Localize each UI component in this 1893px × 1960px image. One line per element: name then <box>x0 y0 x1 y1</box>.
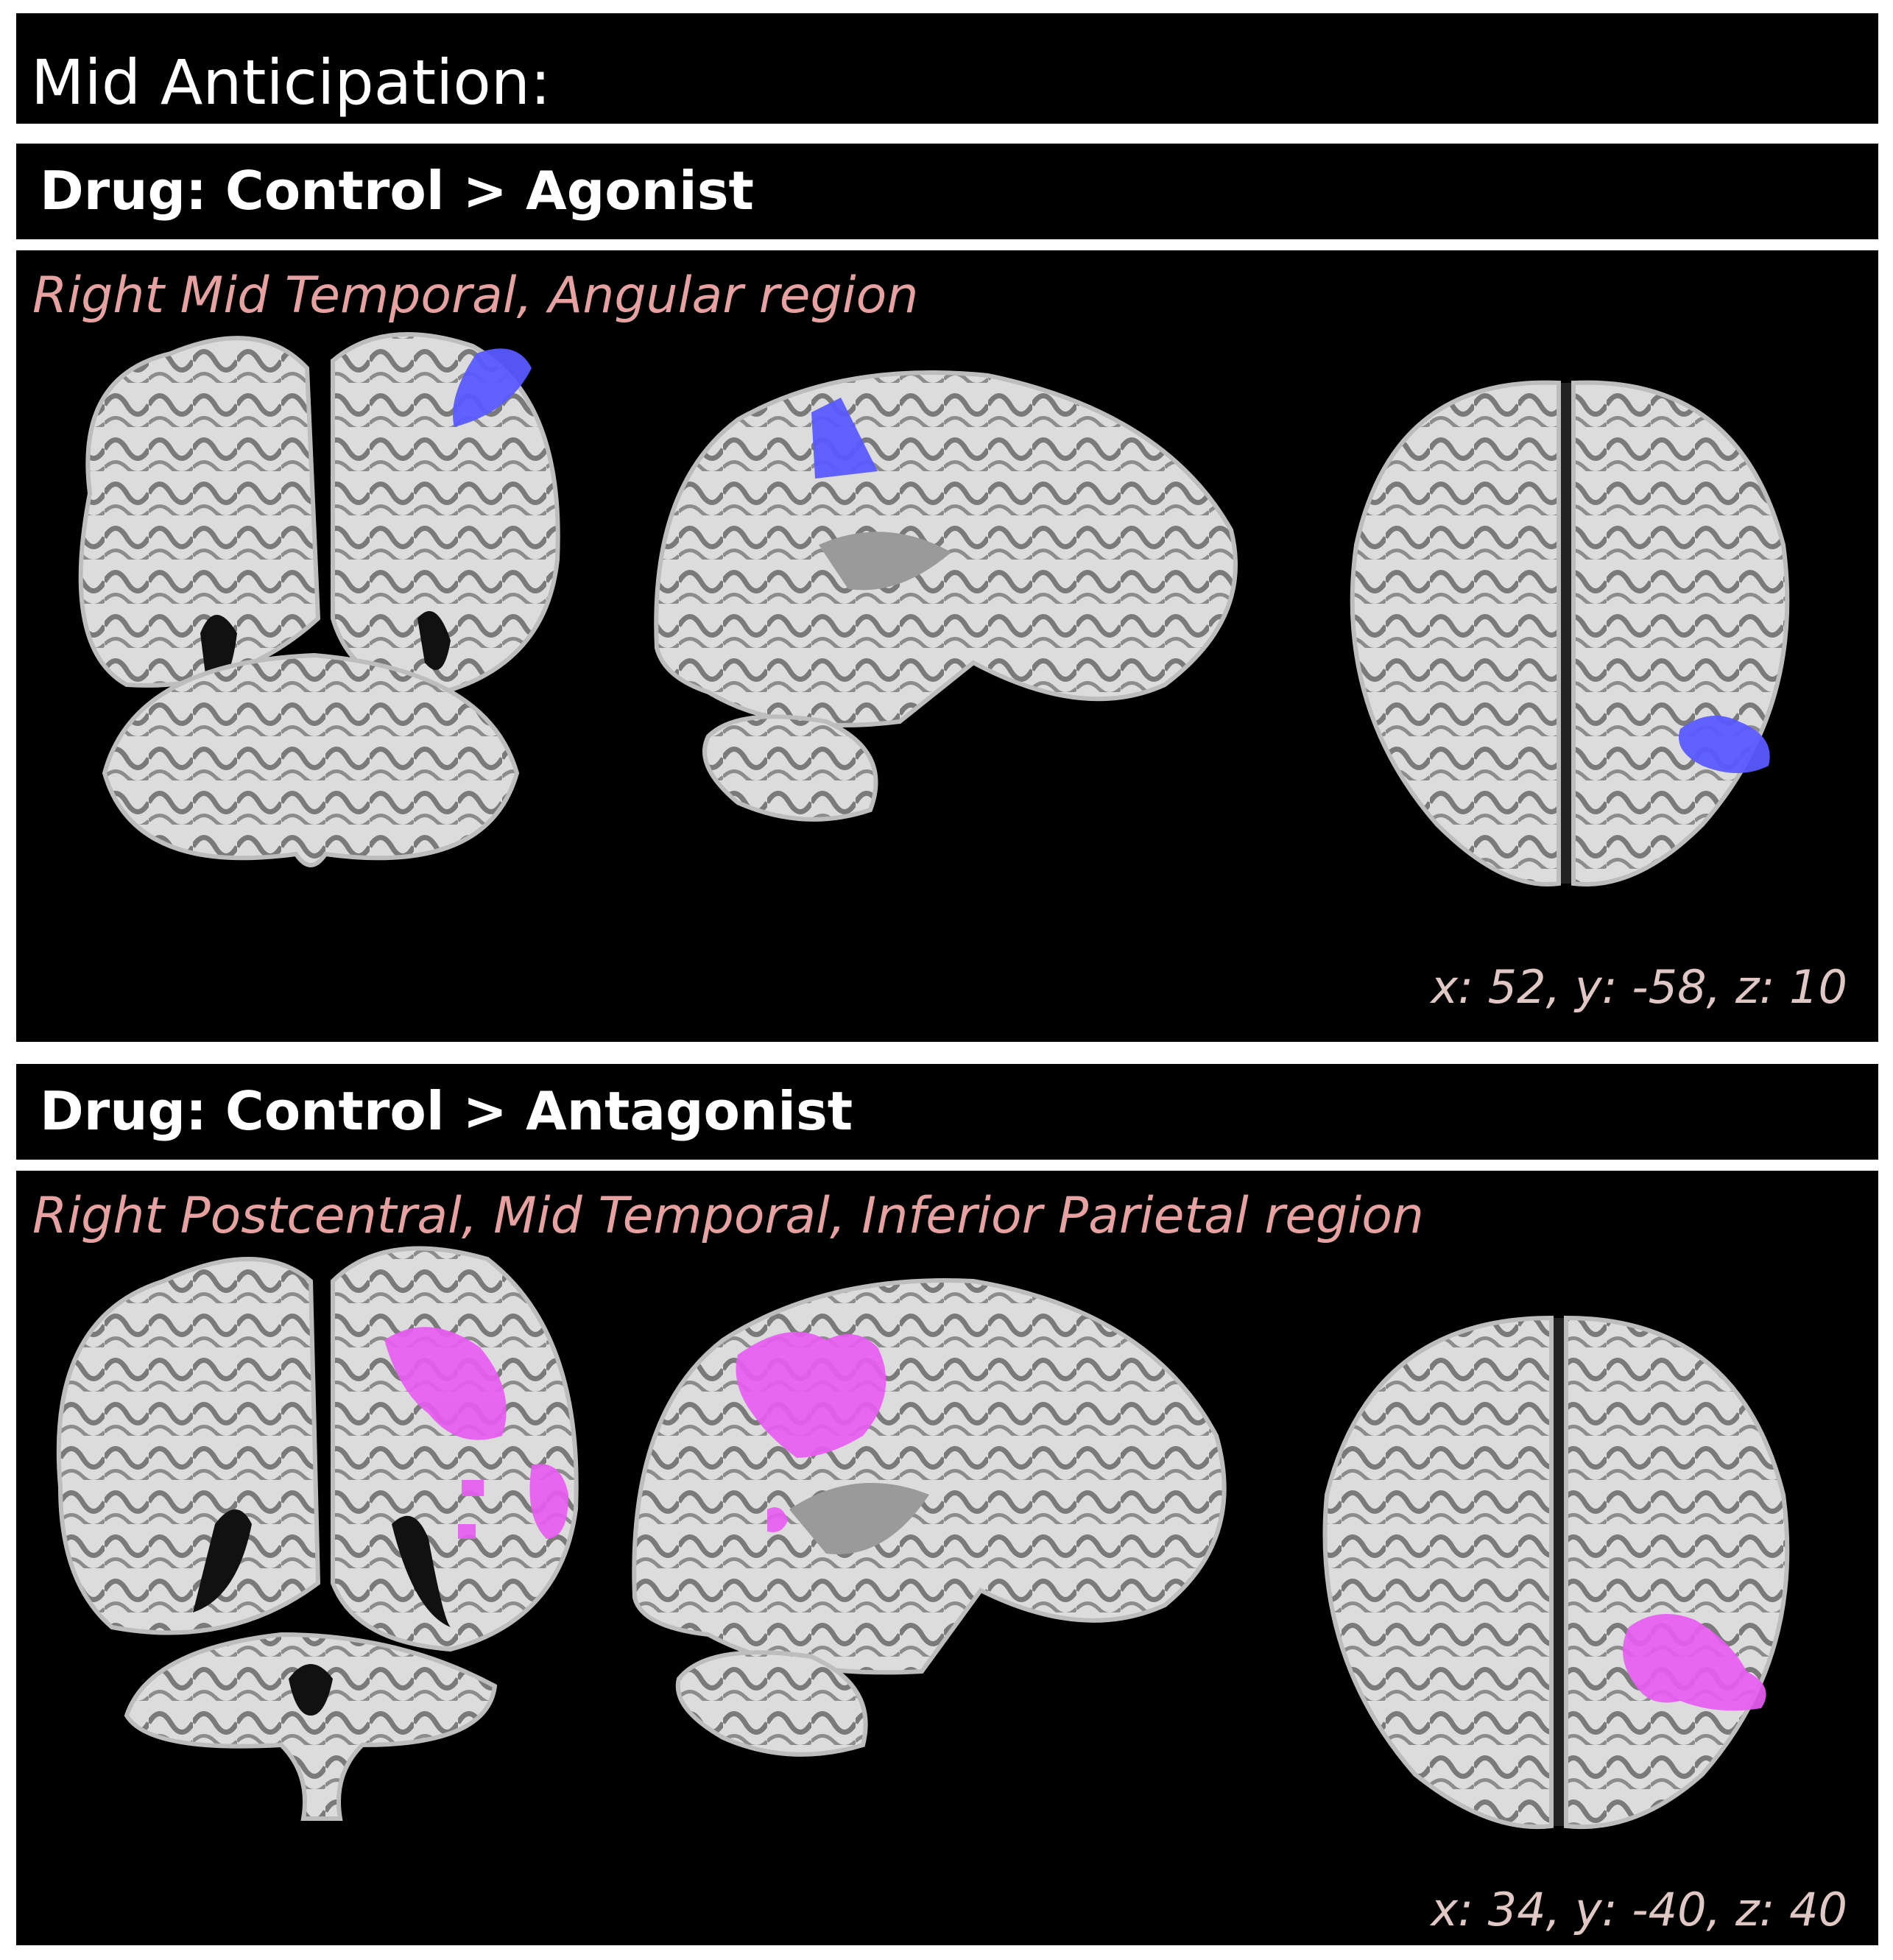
axial-brain-slice <box>1322 1315 1790 1830</box>
section-1-brain-views <box>78 332 1790 886</box>
section-1-coordinates: x: 52, y: -58, z: 10 <box>1431 960 1847 1014</box>
sagittal-brain-slice <box>632 1278 1227 1757</box>
sagittal-brain-slice <box>654 370 1238 822</box>
coronal-brain-slice <box>56 1246 579 1821</box>
section-1-panel: Right Mid Temporal, Angular region x: 52… <box>16 250 1878 1042</box>
activation-blob <box>811 398 878 479</box>
section-1-region-label: Right Mid Temporal, Angular region <box>32 267 919 325</box>
figure-title: Mid Anticipation: <box>31 46 551 119</box>
activation-blob <box>1623 1614 1766 1711</box>
coronal-brain-slice <box>78 332 560 867</box>
activation-blob <box>453 348 532 427</box>
activation-blob <box>384 1327 568 1539</box>
activation-blob <box>736 1331 886 1532</box>
section-2-heading: Drug: Control > Antagonist <box>40 1080 853 1142</box>
axial-brain-slice <box>1350 380 1790 886</box>
section-2-header: Drug: Control > Antagonist <box>16 1064 1878 1160</box>
activation-blob <box>1679 716 1770 773</box>
section-2-coordinates: x: 34, y: -40, z: 40 <box>1431 1883 1847 1936</box>
section-2-brain-views <box>56 1246 1790 1830</box>
section-2-region-label: Right Postcentral, Mid Temporal, Inferio… <box>32 1187 1424 1245</box>
section-1-header: Drug: Control > Agonist <box>16 144 1878 239</box>
section-2-panel: Right Postcentral, Mid Temporal, Inferio… <box>16 1171 1878 1945</box>
figure-title-bar: Mid Anticipation: <box>16 13 1878 124</box>
section-1-heading: Drug: Control > Agonist <box>40 160 754 222</box>
